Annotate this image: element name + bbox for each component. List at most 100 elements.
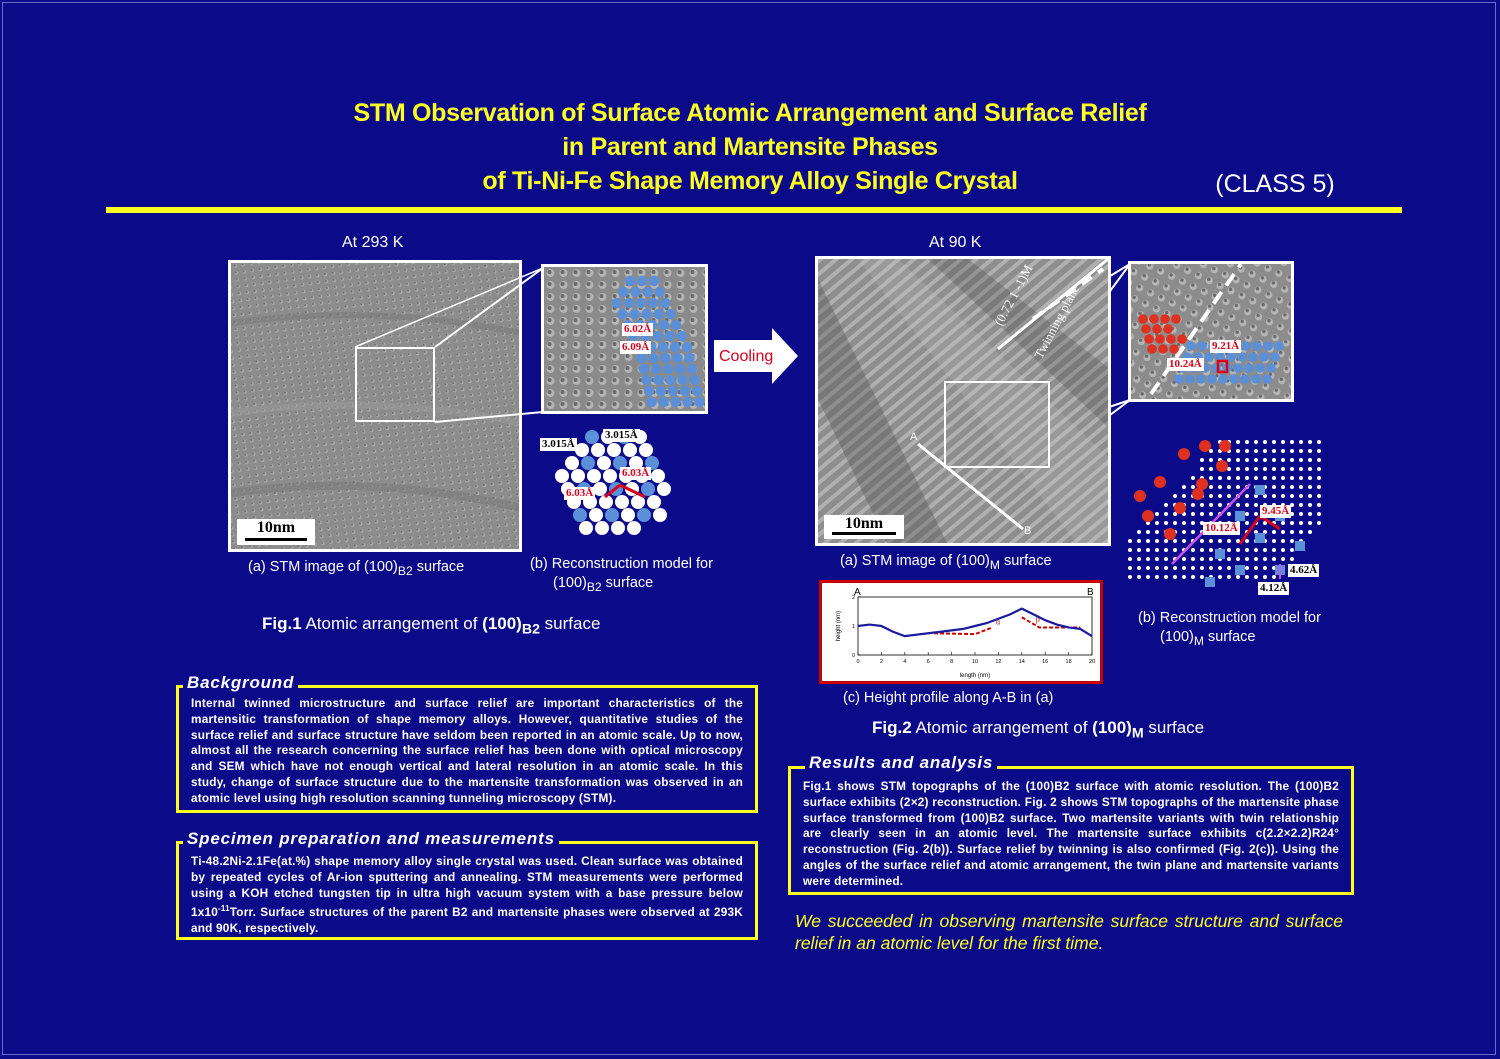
x-tick-label: 4 bbox=[903, 659, 906, 665]
atom bbox=[1255, 533, 1265, 543]
atom bbox=[1236, 575, 1240, 579]
atom bbox=[1171, 314, 1181, 324]
atom bbox=[1295, 541, 1305, 551]
atom bbox=[1218, 566, 1222, 570]
y-tick-label: 0 bbox=[852, 653, 855, 659]
atom bbox=[1227, 512, 1231, 516]
atom bbox=[1146, 521, 1150, 525]
atom bbox=[607, 443, 621, 457]
atom bbox=[1146, 539, 1150, 543]
atom bbox=[647, 297, 659, 309]
atom bbox=[1245, 449, 1249, 453]
fig2-point-b: B bbox=[1024, 525, 1032, 537]
atom bbox=[1200, 548, 1204, 552]
atom bbox=[1308, 476, 1312, 480]
atom bbox=[1191, 557, 1195, 561]
atom bbox=[1308, 449, 1312, 453]
atom bbox=[1317, 476, 1321, 480]
atom bbox=[684, 352, 695, 364]
atom bbox=[629, 308, 640, 320]
atom bbox=[1233, 363, 1243, 373]
corner-label-a: A bbox=[854, 587, 861, 598]
atom bbox=[1308, 440, 1312, 444]
atom bbox=[1182, 521, 1186, 525]
atom bbox=[1317, 467, 1321, 471]
fig1-caption-a: (a) STM image of (100)B2 surface bbox=[248, 559, 465, 578]
atom bbox=[1215, 352, 1225, 362]
atom bbox=[1281, 485, 1285, 489]
atom bbox=[1174, 502, 1186, 514]
atom bbox=[1200, 566, 1204, 570]
fig1-model-label-1: 3.015Å bbox=[540, 438, 577, 451]
conclusion-text: We succeeded in observing martensite sur… bbox=[795, 911, 1343, 953]
fig2-title: Fig.2 Atomic arrangement of (100)M surfa… bbox=[872, 718, 1205, 742]
atom bbox=[1191, 521, 1195, 525]
atom bbox=[1169, 344, 1179, 354]
atom bbox=[670, 319, 682, 331]
atom bbox=[1200, 539, 1204, 543]
results-text: Fig.1 shows STM topographs of the (100)B… bbox=[803, 779, 1339, 888]
atom bbox=[571, 469, 585, 483]
atom bbox=[677, 374, 688, 386]
atom bbox=[1137, 557, 1141, 561]
fig1-zoom-label-2: 6.09Å bbox=[620, 341, 652, 354]
atom bbox=[615, 495, 629, 509]
atom bbox=[575, 443, 589, 457]
cooling-label: Cooling bbox=[717, 347, 776, 367]
fig2-caption-b-line2: (100)M surface bbox=[1160, 629, 1256, 648]
atom bbox=[1196, 478, 1208, 490]
atom bbox=[1263, 557, 1267, 561]
fig1-zoom-image: 6.02Å 6.09Å bbox=[541, 264, 708, 414]
atom bbox=[1236, 458, 1240, 462]
atom bbox=[1290, 521, 1294, 525]
atom bbox=[1235, 511, 1245, 521]
x-tick-label: 18 bbox=[1066, 659, 1072, 665]
atom bbox=[1254, 575, 1258, 579]
atom bbox=[1209, 539, 1213, 543]
atom bbox=[670, 396, 681, 408]
atom bbox=[1245, 512, 1249, 516]
atom bbox=[1182, 539, 1186, 543]
atom bbox=[1209, 503, 1213, 507]
atom bbox=[1200, 557, 1204, 561]
atom bbox=[1236, 440, 1240, 444]
atom bbox=[1164, 521, 1168, 525]
atom bbox=[642, 286, 653, 298]
atom bbox=[1146, 575, 1150, 579]
atom bbox=[1174, 374, 1184, 384]
atom bbox=[1272, 440, 1276, 444]
atom bbox=[1299, 449, 1303, 453]
atom bbox=[1191, 503, 1195, 507]
atom bbox=[1182, 485, 1186, 489]
atom bbox=[1281, 557, 1285, 561]
atom bbox=[1236, 503, 1240, 507]
atom bbox=[605, 508, 619, 522]
atom bbox=[1236, 467, 1240, 471]
atom bbox=[654, 286, 665, 298]
atom bbox=[636, 352, 647, 364]
atom bbox=[1236, 557, 1240, 561]
atom bbox=[1290, 449, 1294, 453]
atom bbox=[1209, 557, 1213, 561]
atom bbox=[1244, 363, 1254, 373]
x-tick-label: 2 bbox=[880, 659, 883, 665]
atom bbox=[1146, 548, 1150, 552]
fig2-zoom-label-1: 9.21Å bbox=[1210, 340, 1242, 353]
atom bbox=[1191, 566, 1195, 570]
atom bbox=[631, 495, 645, 509]
atom bbox=[1128, 548, 1132, 552]
fig2-model-label-1: 9.45Å bbox=[1260, 505, 1292, 518]
title-line-2: in Parent and Martensite Phases bbox=[562, 133, 938, 161]
fig1-model-label-4: 6.03Å bbox=[564, 487, 596, 500]
atom bbox=[1254, 557, 1258, 561]
atom bbox=[1227, 458, 1231, 462]
fig2-scale-bar: 10nm bbox=[824, 515, 904, 539]
atom bbox=[1185, 374, 1195, 384]
atom bbox=[648, 352, 659, 364]
atom bbox=[1236, 539, 1240, 543]
atom bbox=[1191, 485, 1195, 489]
atom bbox=[1158, 344, 1168, 354]
atom bbox=[682, 396, 693, 408]
atom bbox=[591, 443, 605, 457]
atom bbox=[646, 396, 657, 408]
